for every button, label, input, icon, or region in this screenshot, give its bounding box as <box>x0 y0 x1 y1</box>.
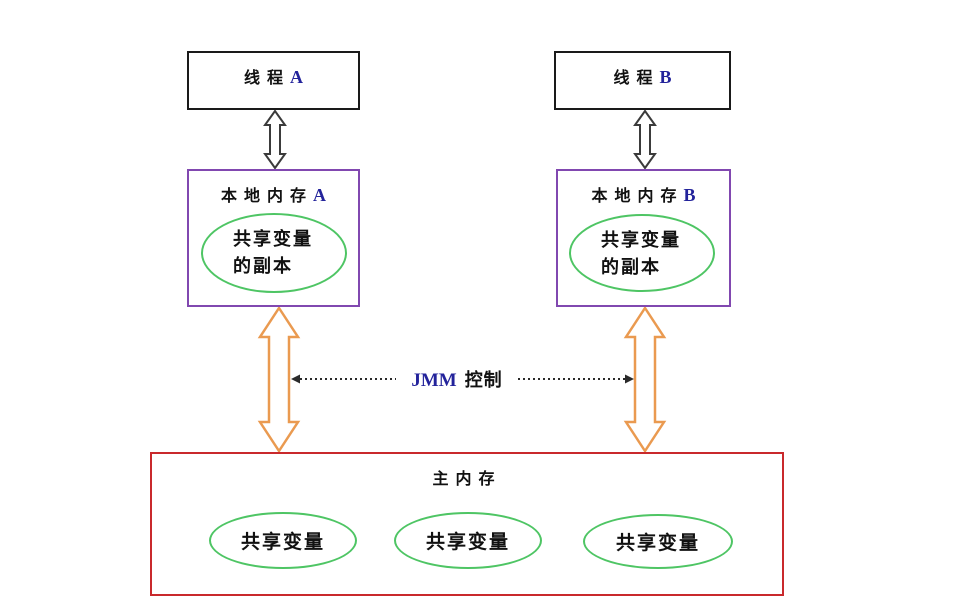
shared-var-copy-b-line2: 的副本 <box>601 257 661 277</box>
local-memory-a-suffix: A <box>313 185 326 205</box>
thread-a-box: 线程 A <box>187 51 360 110</box>
jmm-control-cjk: 控制 <box>464 370 503 390</box>
local-memory-a-title: 本地内存 A <box>189 171 358 206</box>
thread-b-label: 线程 <box>613 70 660 87</box>
shared-var-copy-a-line1: 共享变量 <box>233 229 313 249</box>
thread-a-label: 线程 <box>243 70 290 87</box>
main-memory-box: 主内存 共享变量 共享变量 共享变量 <box>150 452 784 596</box>
shared-var-3-text: 共享变量 <box>615 533 700 554</box>
local-memory-b-label: 本地内存 <box>591 188 684 205</box>
shared-var-copy-b-ellipse: 共享变量 的副本 <box>569 214 715 292</box>
local-memory-b-title: 本地内存 B <box>558 171 729 206</box>
thread-a-title: 线程 A <box>189 53 358 88</box>
shared-var-1-text: 共享变量 <box>240 532 325 553</box>
local-memory-a-label: 本地内存 <box>220 188 313 205</box>
local-memory-a-box: 本地内存 A 共享变量 的副本 <box>187 169 360 307</box>
shared-var-ellipse-3: 共享变量 <box>583 514 733 569</box>
local-b-main-memory-double-arrow-icon <box>623 305 667 454</box>
thread-b-suffix: B <box>659 67 672 87</box>
jmm-control-latin: JMM <box>411 370 457 391</box>
jmm-dotted-arrowhead-left-icon <box>291 374 300 384</box>
shared-var-copy-a-text: 共享变量 的副本 <box>233 226 313 280</box>
thread-b-local-b-double-arrow-icon <box>633 109 657 170</box>
shared-var-copy-b-line1: 共享变量 <box>601 230 681 250</box>
thread-b-title: 线程 B <box>556 53 729 88</box>
local-memory-b-box: 本地内存 B 共享变量 的副本 <box>556 169 731 307</box>
main-memory-label: 主内存 <box>432 471 502 488</box>
thread-a-local-a-double-arrow-icon <box>263 109 287 170</box>
thread-b-box: 线程 B <box>554 51 731 110</box>
shared-var-copy-b-text: 共享变量 的副本 <box>601 227 681 281</box>
local-a-main-memory-double-arrow-icon <box>257 305 301 454</box>
shared-var-ellipse-2: 共享变量 <box>394 512 542 569</box>
shared-var-copy-a-line2: 的副本 <box>233 256 293 276</box>
jmm-control-label: JMM 控制 <box>397 366 517 392</box>
local-memory-b-suffix: B <box>683 185 696 205</box>
thread-a-suffix: A <box>290 67 303 87</box>
shared-var-copy-a-ellipse: 共享变量 的副本 <box>201 213 347 293</box>
shared-var-2-text: 共享变量 <box>425 532 510 553</box>
jmm-dotted-arrowhead-right-icon <box>625 374 634 384</box>
shared-var-ellipse-1: 共享变量 <box>209 512 357 569</box>
main-memory-title: 主内存 <box>152 454 782 489</box>
